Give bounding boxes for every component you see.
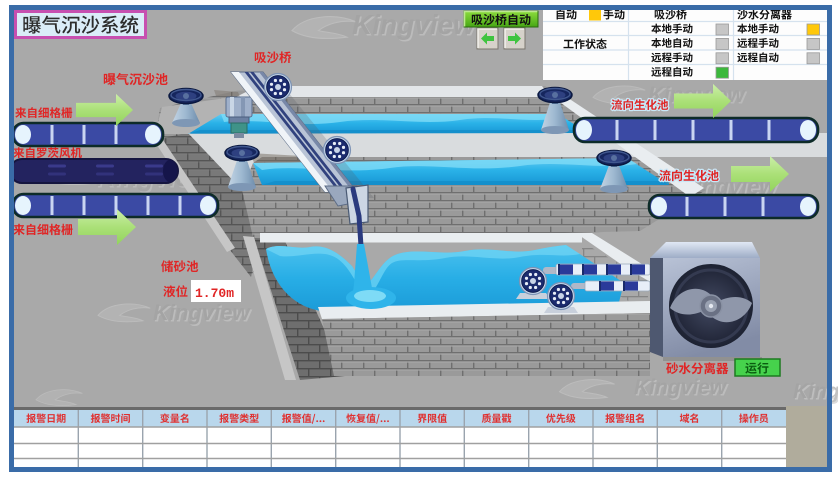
svg-text:Kingview: Kingview — [634, 376, 728, 399]
svg-text:1.70m: 1.70m — [195, 286, 234, 301]
svg-text:Kingview: Kingview — [153, 300, 251, 325]
svg-text:Kingview: Kingview — [352, 9, 477, 40]
